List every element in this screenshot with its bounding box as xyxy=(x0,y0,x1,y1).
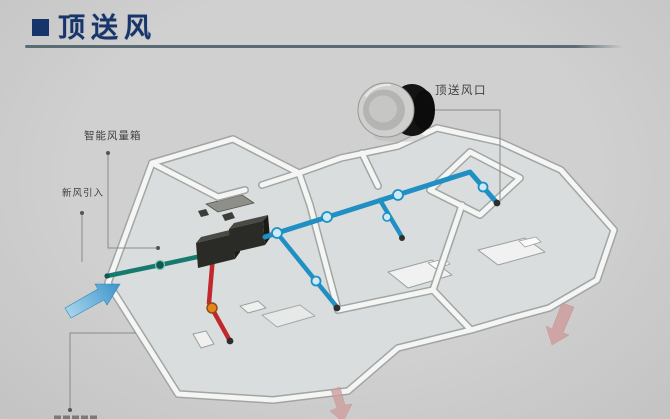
duct-network xyxy=(104,169,501,345)
fresh-air-arrow-icon xyxy=(64,283,121,319)
clipped-label xyxy=(54,415,97,419)
duct-connectors xyxy=(104,181,501,345)
exhaust-arrow-bottom-icon xyxy=(329,386,353,419)
ceiling-diffuser-photo xyxy=(357,82,435,142)
label-ceiling-supply-outlet: 顶送风口 xyxy=(435,85,487,97)
label-smart-volume-box: 智能风量箱 xyxy=(84,130,142,142)
supply-duct-branch-a xyxy=(274,230,340,310)
furniture xyxy=(192,193,546,349)
title-bullet-icon xyxy=(32,19,49,36)
house-isometric xyxy=(108,128,614,400)
house-floor xyxy=(107,127,615,401)
label-fresh-air-intake: 新风引入 xyxy=(62,188,105,199)
exhaust-arrow-right-icon xyxy=(545,302,575,346)
leader-lines xyxy=(69,109,501,410)
title-underline xyxy=(25,45,623,48)
return-duct xyxy=(206,253,233,344)
page-title: 顶送风 xyxy=(58,13,157,43)
